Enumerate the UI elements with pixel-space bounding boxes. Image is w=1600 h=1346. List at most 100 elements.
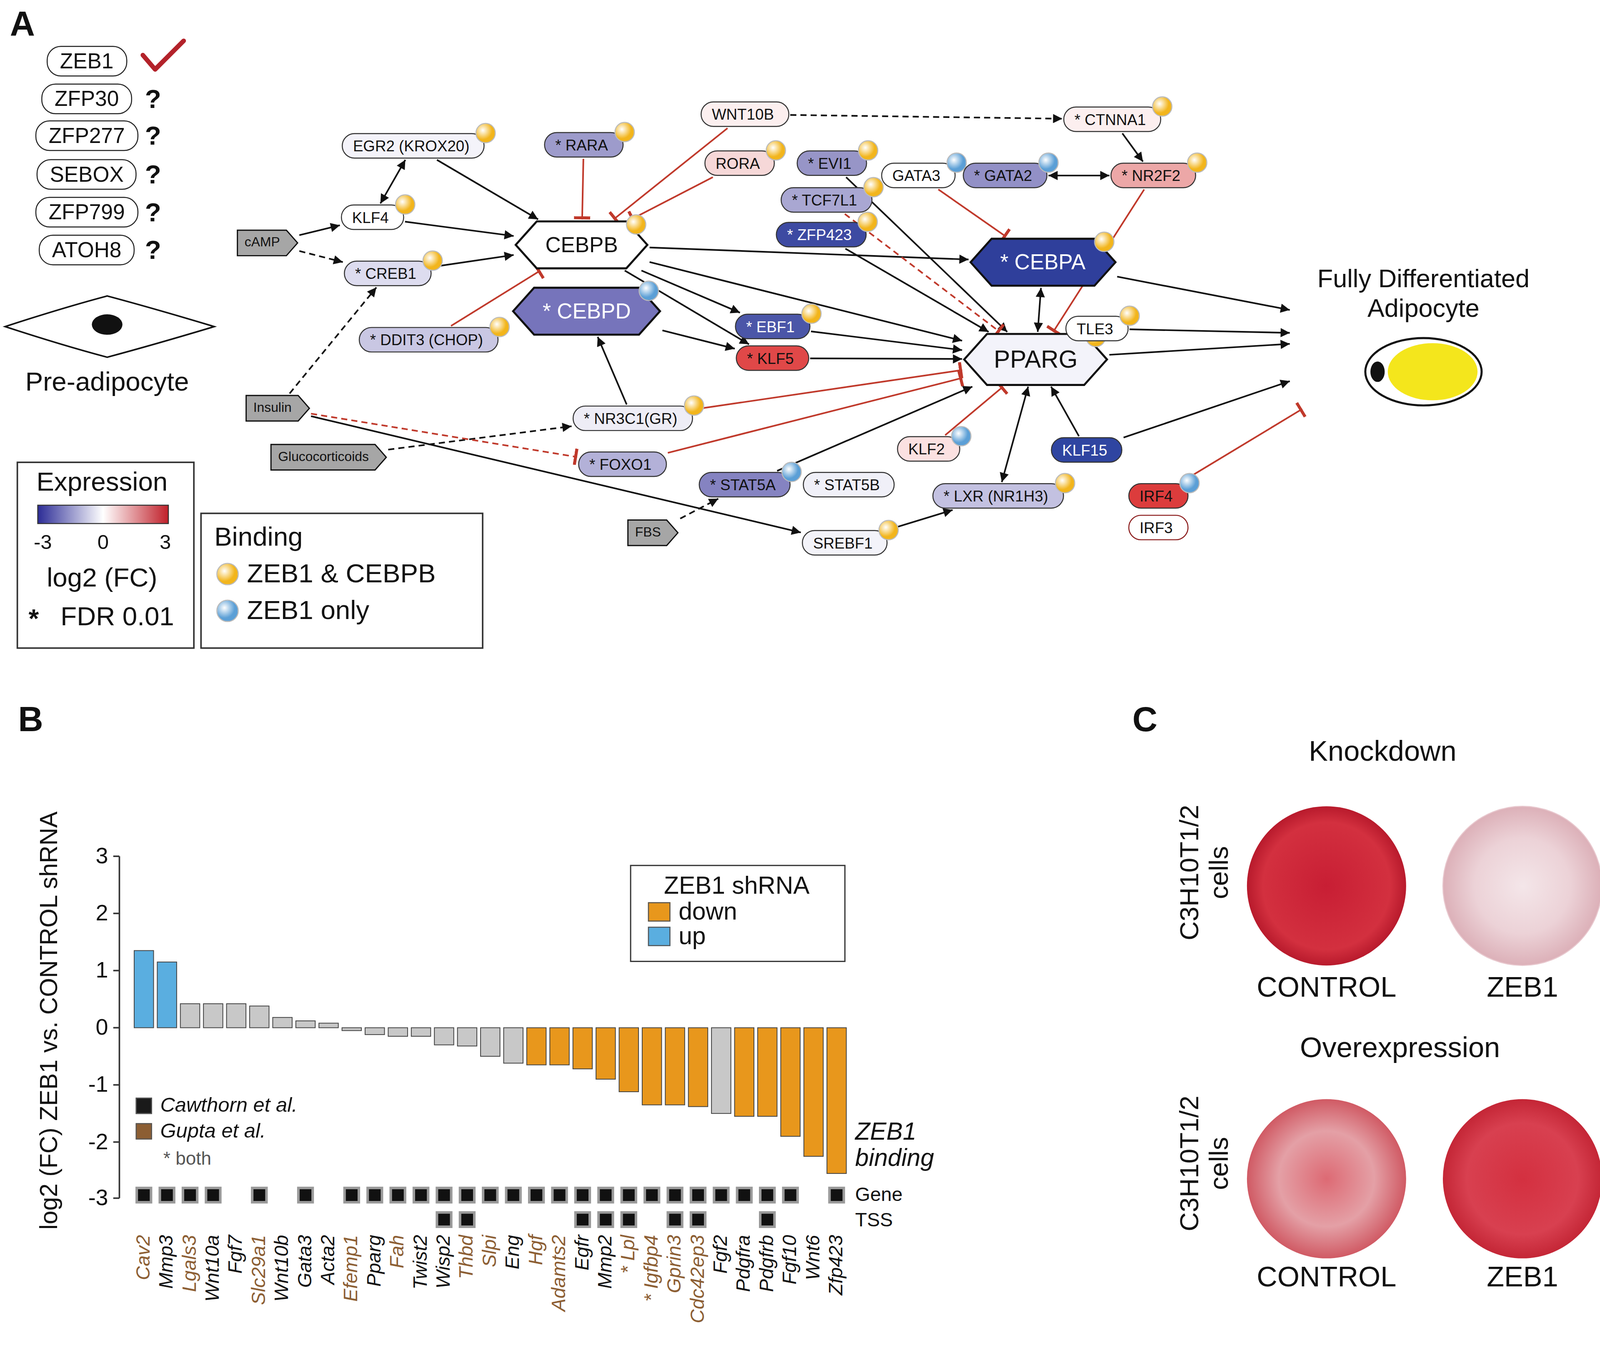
connector	[630, 177, 713, 220]
bar	[826, 1027, 847, 1174]
gene-node: RORA	[704, 150, 776, 177]
dish-label: ZEB1	[1486, 971, 1558, 1004]
dish-label: CONTROL	[1256, 1261, 1397, 1294]
gene-node: * FOXO1	[578, 451, 667, 478]
binding-dot	[1119, 305, 1140, 326]
connector	[845, 248, 989, 332]
check-mark	[142, 40, 184, 70]
connector	[388, 426, 572, 450]
bar	[549, 1027, 570, 1065]
connector	[945, 386, 1004, 435]
binding-dot	[614, 121, 635, 143]
bar	[295, 1020, 316, 1028]
node-text: * STAT5B	[813, 475, 880, 494]
hub-gene-hexagon: * CEBPD	[512, 286, 662, 336]
question-mark: ?	[145, 197, 162, 227]
connector	[680, 498, 719, 519]
binding-square	[159, 1187, 174, 1202]
gene-node: GATA3	[881, 162, 956, 189]
culture-dish	[1442, 1099, 1600, 1259]
binding-dot	[781, 461, 803, 483]
binding-square	[413, 1187, 429, 1202]
gene-label: * Lpl	[618, 1234, 640, 1274]
row-label: Gene	[855, 1184, 903, 1206]
question-mark: ?	[145, 121, 162, 151]
node-text: * CEBPA	[1000, 250, 1086, 275]
gene-node: WNT10B	[700, 101, 790, 128]
legend-item: down	[648, 896, 738, 926]
bar	[434, 1027, 454, 1045]
candidate-box: ZFP277	[35, 120, 139, 152]
node-text: GATA3	[892, 166, 941, 185]
bar	[688, 1027, 709, 1107]
binding-square	[529, 1187, 544, 1202]
gene-node: * EVI1	[796, 150, 867, 177]
binding-square	[621, 1187, 636, 1202]
binding-square	[252, 1187, 267, 1202]
culture-dish	[1246, 806, 1407, 966]
gene-node: * ZFP423	[776, 221, 868, 248]
candidate-box: ATOH8	[38, 234, 135, 266]
scale-tick: 0	[97, 530, 109, 554]
gene-node: IRF3	[1128, 514, 1188, 541]
panel-title: Overexpression	[1299, 1032, 1500, 1064]
bar	[595, 1027, 616, 1079]
connector	[1181, 408, 1303, 482]
bar	[803, 1027, 824, 1156]
bar	[342, 1027, 362, 1031]
row-label: TSS	[855, 1209, 893, 1232]
connector	[1123, 380, 1290, 438]
connector	[299, 250, 343, 263]
node-text: KLF15	[1061, 441, 1107, 459]
bar	[642, 1027, 662, 1105]
node-text: ZFP277	[48, 123, 126, 148]
node-text: SREBF1	[813, 533, 873, 552]
bar	[734, 1027, 755, 1117]
gene-node: * NR3C1(GR)	[572, 405, 693, 432]
node-text: * RARA	[555, 136, 609, 154]
binding-dot	[857, 211, 879, 233]
gene-label: Fgf2	[710, 1234, 732, 1274]
row-label: C3H10T1/2 cells	[1174, 1091, 1234, 1235]
legend-square	[135, 1122, 153, 1139]
node-text: * KLF5	[746, 349, 794, 367]
node-text: TLE3	[1076, 319, 1114, 338]
legend-item: up	[648, 921, 707, 951]
legend-frame	[630, 865, 845, 962]
row-title: ZEB1 binding	[855, 1117, 958, 1172]
gene-node: IRF4	[1128, 483, 1188, 509]
bar	[157, 961, 177, 1028]
node-text: KLF4	[352, 208, 389, 226]
question-mark: ?	[145, 84, 162, 114]
bar	[134, 950, 154, 1028]
connector	[1129, 329, 1290, 333]
node-text: * CEBPD	[542, 298, 631, 324]
binding-square	[460, 1187, 475, 1202]
binding-dot	[1178, 473, 1200, 494]
legend-text: ZEB1 only	[246, 594, 370, 626]
dish-label: CONTROL	[1256, 971, 1397, 1004]
gene-label: Gata3	[294, 1234, 316, 1288]
binding-square	[621, 1212, 636, 1227]
gene-node: * DDIT3 (CHOP)	[358, 326, 499, 353]
hub-gene-hexagon: * CEBPA	[969, 237, 1117, 287]
scale-tick: -3	[33, 530, 53, 554]
node-text: PPARG	[993, 345, 1078, 374]
binding-dot	[489, 316, 510, 338]
legend-title: Expression	[36, 467, 168, 497]
gene-label: Pdgfra	[733, 1234, 755, 1292]
node-text: * NR3C1(GR)	[583, 409, 678, 428]
connector	[649, 262, 963, 341]
connector	[938, 189, 1007, 237]
connector	[1109, 343, 1290, 355]
legend-frame	[200, 513, 483, 649]
node-text: * TCF7L1	[791, 191, 858, 209]
bar	[503, 1027, 524, 1063]
binding-dot	[857, 140, 878, 161]
bar-chart	[134, 950, 847, 1227]
node-text: FBS	[635, 525, 662, 541]
gene-label: Hgf	[525, 1234, 548, 1265]
node-text: IRF4	[1139, 487, 1173, 505]
dish-label: ZEB1	[1486, 1261, 1558, 1294]
gene-node: * GATA2	[962, 162, 1048, 189]
